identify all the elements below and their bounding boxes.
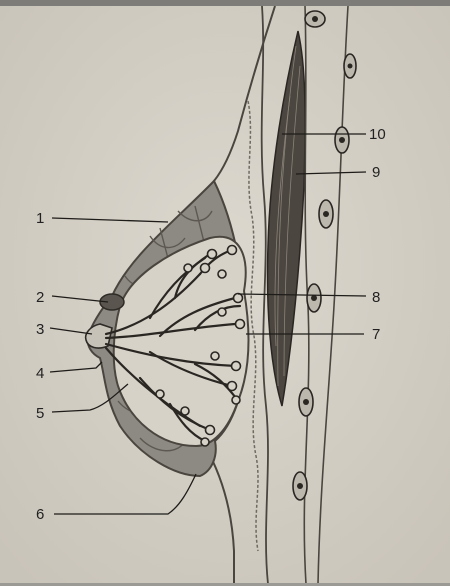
label-1: 1 [36, 210, 44, 227]
breast-anatomy-drawing: 1 2 3 4 5 6 7 8 9 10 [0, 6, 450, 584]
label-9: 9 [372, 164, 380, 181]
label-5: 5 [36, 405, 44, 422]
label-4: 4 [36, 365, 44, 382]
label-10: 10 [369, 126, 386, 143]
label-7: 7 [372, 326, 380, 343]
label-8: 8 [372, 289, 380, 306]
label-2: 2 [36, 289, 44, 306]
label-3: 3 [36, 321, 44, 338]
label-6: 6 [36, 506, 44, 523]
